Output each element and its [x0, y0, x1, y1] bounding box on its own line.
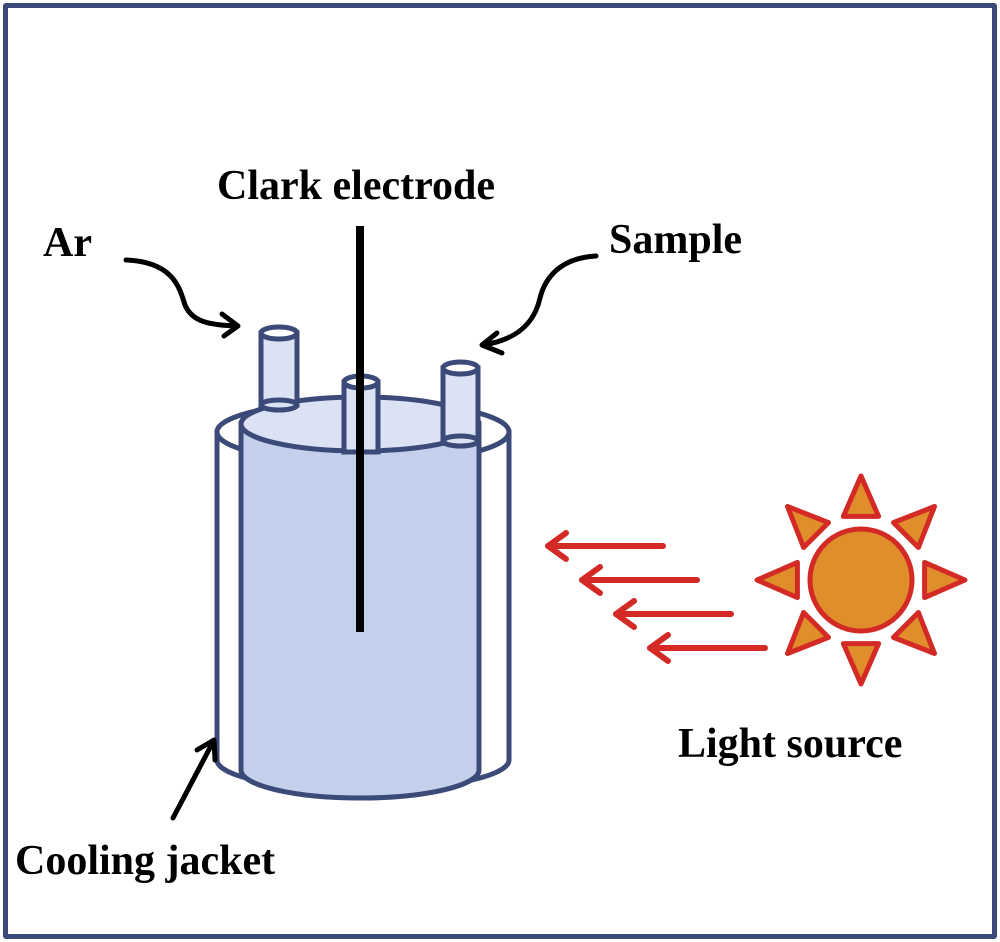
- sun-ray: [922, 559, 968, 601]
- sun-ray: [754, 559, 800, 601]
- sun-ray: [840, 473, 882, 519]
- sun-icon: [754, 473, 968, 687]
- straight-arrow-icon: [170, 737, 218, 821]
- left-arrow-icon: [647, 632, 768, 664]
- curved-arrow-icon: [123, 257, 241, 339]
- label-ar: Ar: [43, 220, 92, 266]
- sun-ray: [891, 504, 937, 550]
- sun-ray: [785, 504, 831, 550]
- sun-ray: [891, 610, 937, 656]
- label-clark-electrode: Clark electrode: [217, 163, 495, 209]
- light-rays: [545, 530, 768, 664]
- label-sample: Sample: [609, 217, 742, 263]
- left-arrow-icon: [613, 598, 734, 630]
- label-cooling-jacket: Cooling jacket: [15, 838, 275, 884]
- port-sample-inlet: [440, 359, 481, 449]
- left-arrow-icon: [545, 530, 666, 562]
- sun-ray: [840, 641, 882, 687]
- label-light-source: Light source: [678, 721, 902, 767]
- sun-disc: [807, 526, 915, 634]
- left-arrow-icon: [579, 564, 700, 596]
- curved-arrow-icon: [479, 253, 599, 356]
- sun-ray: [785, 610, 831, 656]
- port-ar-inlet: [258, 324, 300, 413]
